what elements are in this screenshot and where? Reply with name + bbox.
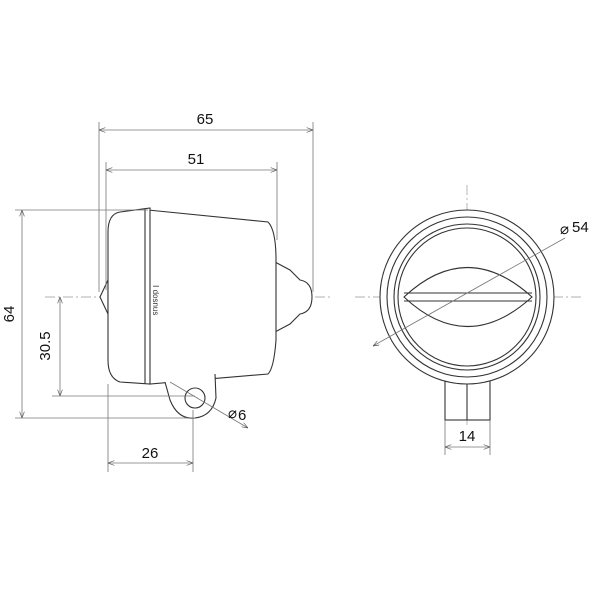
front-dimensions: ⌀ 54 14 [373, 219, 589, 455]
housing-body [147, 209, 277, 385]
dim-body-length: 51 [188, 151, 205, 168]
side-view: Ⅰ dosnus [45, 207, 330, 419]
dim-bracket-width: 14 [459, 428, 476, 445]
reflector-shape [403, 267, 533, 327]
diameter-symbol: ⌀ [228, 405, 237, 422]
dim-center-height: 30.5 [37, 331, 54, 360]
mount-hole [184, 387, 206, 409]
dim-overall-length: 65 [197, 111, 214, 128]
rear-cap [274, 261, 313, 333]
diameter-symbol: ⌀ [560, 221, 569, 238]
dim-overall-height: 64 [1, 306, 18, 323]
lens-tip [99, 279, 109, 315]
side-dimensions: 65 51 64 30.5 26 ⌀ 6 [1, 111, 314, 472]
leader-hole [169, 381, 248, 428]
leader-lens [373, 237, 566, 346]
front-rim [107, 207, 151, 385]
brand-logo: Ⅰ dosnus [151, 285, 160, 315]
dim-hole-diameter: 6 [238, 407, 246, 424]
dim-lens-diameter: 54 [572, 219, 589, 236]
front-view [355, 185, 582, 425]
dim-mount-offset: 26 [142, 445, 159, 462]
